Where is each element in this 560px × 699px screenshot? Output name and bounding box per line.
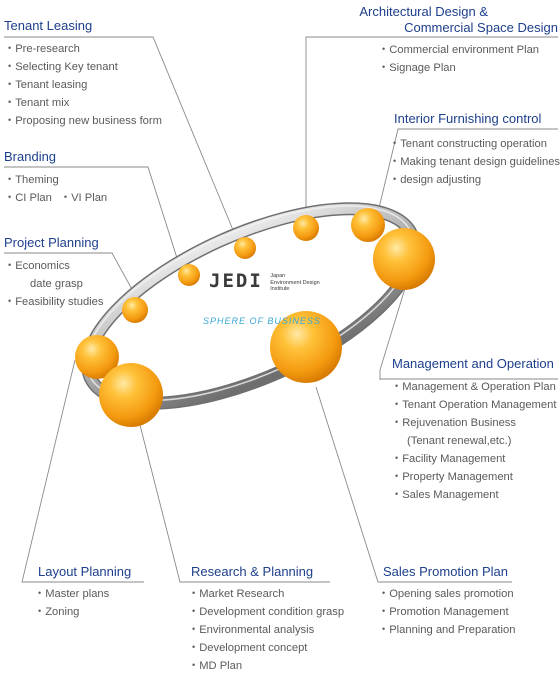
list-item: ・Environmental analysis <box>188 624 315 636</box>
research-item-list: ・Market Research ・Development condition … <box>188 585 344 675</box>
list-item: ・design adjusting <box>389 174 482 186</box>
sphere-project-planning <box>122 297 148 323</box>
section-title: Project Planning <box>4 235 99 250</box>
list-item: ・Planning and Preparation <box>378 624 516 636</box>
sphere-tenant-leasing <box>234 237 256 259</box>
list-item: ・Theming <box>4 174 59 186</box>
management-item-list: ・Management & Operation Plan ・Tenant Ope… <box>391 378 556 504</box>
section-layout: Layout Planning <box>38 564 131 580</box>
leader-layout <box>21 359 144 583</box>
leader-tenant-leasing <box>4 36 234 231</box>
layout-item-list: ・Master plans ・Zoning <box>34 585 109 621</box>
list-item: ・Sales Management <box>391 489 499 501</box>
leader-lines <box>4 36 558 583</box>
sales-item-list: ・Opening sales promotion ・Promotion Mana… <box>378 585 515 639</box>
list-item: date grasp <box>30 278 83 290</box>
list-item-row: ・CI Plan ・VI Plan <box>4 189 107 207</box>
list-item: ・Management & Operation Plan <box>391 381 556 393</box>
list-item: ・VI Plan <box>59 192 108 204</box>
section-management: Management and Operation <box>392 356 554 372</box>
list-item: ・Economics <box>4 260 70 272</box>
section-title: Layout Planning <box>38 564 132 579</box>
sphere-caption: SPHERE OF BUSINESS <box>203 316 321 326</box>
leader-branding <box>4 166 178 259</box>
sphere-layout <box>75 335 119 379</box>
list-item: ・Facility Management <box>391 453 506 465</box>
list-item: ・Master plans <box>34 588 110 600</box>
list-item: ・Property Management <box>391 471 513 483</box>
sphere-sales <box>270 311 342 383</box>
leader-interior <box>377 128 558 213</box>
list-item: ・Development condition grasp <box>188 606 345 618</box>
leader-sales <box>315 386 512 583</box>
jedi-logo: JEDI Japan Environment Design Institute <box>209 270 320 293</box>
logo-org-name: Japan Environment Design Institute <box>270 273 320 292</box>
section-title: Interior Furnishing control <box>394 111 542 126</box>
list-item: ・Promotion Management <box>378 606 509 618</box>
list-item: ・Feasibility studies <box>4 296 104 308</box>
leader-research <box>139 424 330 583</box>
list-item: ・Rejuvenation Business <box>391 417 516 429</box>
list-item: ・Tenant leasing <box>4 79 88 91</box>
section-title: Tenant Leasing <box>4 18 93 33</box>
section-architectural: Architectural Design & Commercial Space … <box>359 4 558 36</box>
list-item: ・Tenant constructing operation <box>389 138 547 150</box>
management-underline <box>380 378 558 380</box>
architectural-item-list: ・Commercial environment Plan ・Signage Pl… <box>378 41 539 77</box>
section-sales: Sales Promotion Plan <box>383 564 508 580</box>
item-list: ・Economics date grasp ・Feasibility studi… <box>4 257 103 311</box>
leader-management <box>379 284 407 380</box>
sphere-branding <box>178 264 200 286</box>
sphere-management <box>373 228 435 290</box>
sphere-interior <box>351 208 385 242</box>
section-research: Research & Planning <box>191 564 313 580</box>
list-item: (Tenant renewal,etc.) <box>407 435 512 447</box>
node-spheres <box>75 208 435 427</box>
list-item: ・Signage Plan <box>378 62 456 74</box>
logo-mark: JEDI <box>209 270 263 292</box>
sphere-architectural <box>293 215 319 241</box>
list-item: ・Selecting Key tenant <box>4 61 118 73</box>
item-list: ・Theming ・CI Plan ・VI Plan <box>4 171 107 207</box>
list-item: ・Development concept <box>188 642 308 654</box>
section-tenant-leasing: Tenant Leasing ・Pre-research ・Selecting … <box>4 18 162 130</box>
section-title-line2: Commercial Space Design <box>404 20 558 35</box>
section-branding: Branding ・Theming ・CI Plan ・VI Plan <box>4 149 107 207</box>
sphere-research <box>99 363 163 427</box>
list-item: ・MD Plan <box>188 660 243 672</box>
interior-item-list: ・Tenant constructing operation ・Making t… <box>389 135 560 189</box>
leader-project-planning <box>4 252 135 294</box>
list-item: ・CI Plan <box>4 192 52 204</box>
section-title: Branding <box>4 149 57 164</box>
list-item: ・Tenant Operation Management <box>391 399 557 411</box>
list-item: ・Zoning <box>34 606 80 618</box>
section-interior: Interior Furnishing control <box>394 111 541 127</box>
section-title-line1: Architectural Design & <box>359 4 488 19</box>
list-item: ・Proposing new business form <box>4 115 162 127</box>
section-title: Management and Operation <box>392 356 554 371</box>
section-title: Research & Planning <box>191 564 314 579</box>
list-item: ・Pre-research <box>4 43 80 55</box>
item-list: ・Pre-research ・Selecting Key tenant ・Ten… <box>4 40 162 130</box>
list-item: ・Tenant mix <box>4 97 70 109</box>
list-item: ・Making tenant design guidelines <box>389 156 560 168</box>
list-item: ・Opening sales promotion <box>378 588 514 600</box>
list-item: ・Commercial environment Plan <box>378 44 540 56</box>
leader-architectural <box>305 36 558 214</box>
section-title: Sales Promotion Plan <box>383 564 509 579</box>
list-item: ・Market Research <box>188 588 285 600</box>
section-project-planning: Project Planning ・Economics date grasp ・… <box>4 235 103 311</box>
